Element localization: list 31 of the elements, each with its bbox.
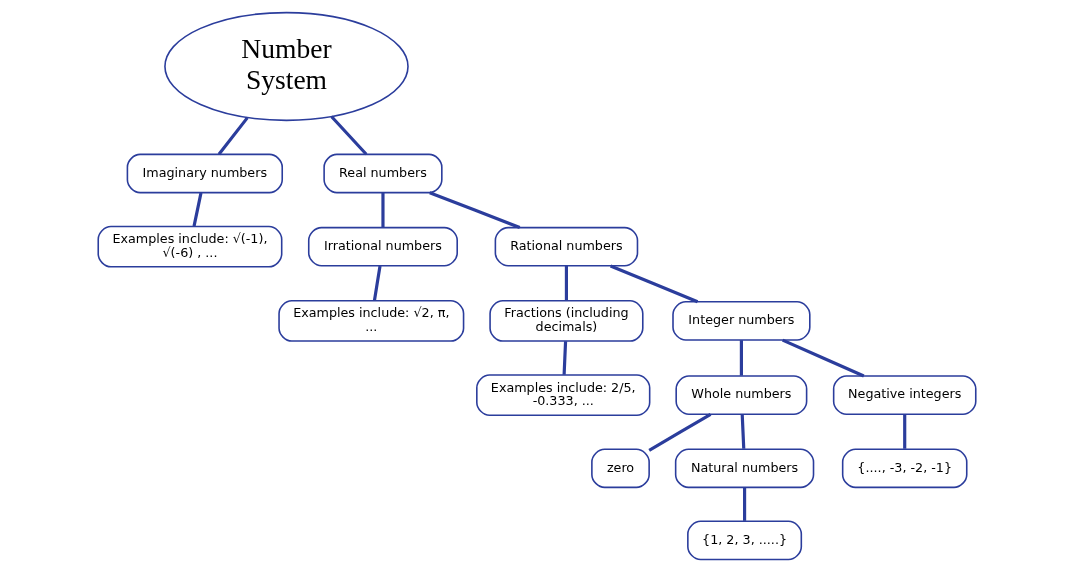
connector [372,265,382,301]
connector [329,115,367,156]
node-box: Whole numbers [674,375,807,415]
node-box: Negative integers [832,375,977,415]
node-box: {1, 2, 3, .....} [686,520,802,561]
connector [902,414,906,449]
connector [781,338,864,378]
connector [428,191,520,229]
node-box: Real numbers [322,153,443,194]
node-box: Fractions (including decimals) [488,299,644,342]
node-box: Integer numbers [671,301,811,341]
node-box: zero [590,448,650,489]
node-box: Examples include: √2, π, ... [277,299,464,342]
connector [647,412,711,452]
connector [609,264,698,304]
connector [564,265,568,301]
node-ellipse: Number System [163,11,409,122]
connector [562,341,567,375]
node-box: Irrational numbers [307,226,458,267]
connector [192,192,203,227]
connector [380,192,385,228]
node-box: Rational numbers [494,226,638,267]
node-box: Natural numbers [674,448,814,489]
connector [217,116,249,156]
connector [742,487,746,521]
node-box: Imaginary numbers [126,153,283,194]
node-box: {...., -3, -2, -1} [841,448,968,489]
connector [740,414,745,449]
connector [739,340,743,376]
node-box: Examples include: 2/5, -0.333, ... [475,374,650,417]
node-box: Examples include: √(-1), √(-6) , ... [96,225,282,268]
